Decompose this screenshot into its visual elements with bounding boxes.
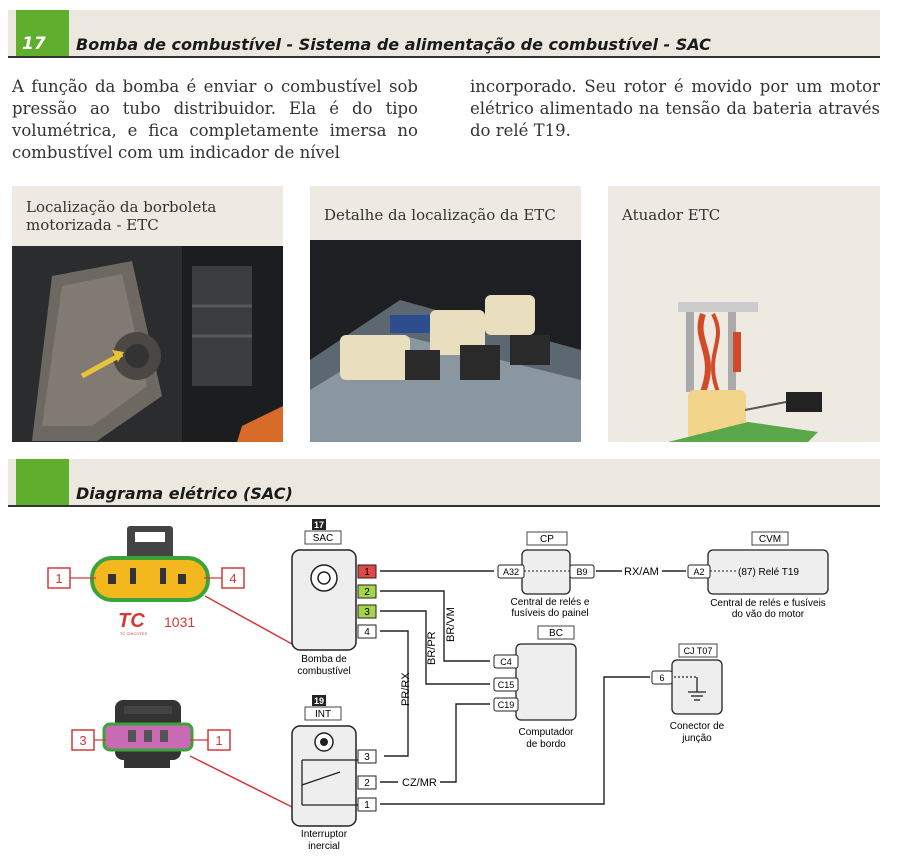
inertial-pin-3 [357, 749, 377, 764]
diagram-header-bar: Diagrama elétrico (SAC) [8, 459, 880, 507]
cvm-label-1: Central de relés e fusíveis [710, 598, 826, 609]
bc-pin-c4 [493, 654, 519, 669]
conn-top-pin-right: 4 [229, 571, 236, 586]
diagram-title: Diagrama elétrico (SAC) [76, 484, 293, 503]
pump-pin-3 [357, 604, 377, 619]
pump-code-box [304, 530, 342, 545]
pump-pin-4 [357, 624, 377, 639]
pump-pin-2 [357, 584, 377, 599]
inertial-num: 19 [314, 696, 324, 706]
cj-pin [651, 670, 673, 685]
pump-label-2: combustível [297, 666, 350, 677]
inertial-wires [380, 676, 650, 805]
inertial-pin-3-label: 3 [364, 752, 370, 763]
inertial-pin-1-label: 1 [364, 800, 370, 811]
fuel-pump-module-photo [608, 242, 880, 442]
cj-pin-label: 6 [659, 673, 664, 683]
callout-line-top [204, 595, 293, 645]
section-header-bar: 17 Bomba de combustível - Sistema de ali… [8, 10, 880, 58]
cp-label-2: fusíveis do painel [511, 608, 588, 619]
photo-card-3: Atuador ETC [608, 186, 880, 442]
inertial-label-2: inercial [308, 841, 340, 852]
photo-caption-1: Localização da borboleta motorizada - ET… [26, 198, 217, 234]
cp-pin-b-label: B9 [576, 567, 587, 577]
bc-label-1: Computador [518, 727, 574, 738]
pump-num-box [312, 519, 326, 530]
photo-caption-2: Detalhe da localização da ETC [324, 206, 556, 224]
pump-pin-3-label: 3 [364, 607, 370, 618]
etc-detail-photo [310, 240, 581, 442]
pump-pin-1 [357, 564, 377, 579]
cp-pin-a-label: A32 [503, 567, 519, 577]
cp-code-box [526, 531, 568, 546]
bc-pin-c19 [493, 697, 519, 712]
bc-pin-c4-label: C4 [500, 657, 512, 667]
conn-bottom-pin-left: 3 [79, 733, 86, 748]
engine-bay-photo [12, 246, 283, 442]
wire-rx-am: RX/AM [624, 566, 659, 578]
bc-pin-c15-label: C15 [498, 680, 515, 690]
cvm-relay-label: (87) Relé T19 [738, 567, 799, 578]
pump-pin-2-label: 2 [364, 587, 370, 598]
section-number: 17 [22, 34, 46, 54]
intro-col1: A função da bomba é enviar o combustível… [12, 77, 418, 162]
pump-code: SAC [313, 533, 334, 544]
pump-pin-4-label: 4 [364, 627, 370, 638]
cvm-code: CVM [759, 534, 781, 545]
inertial-code-box [304, 706, 342, 721]
wire-pr-rx: PR/RX [400, 672, 412, 706]
bc-label-2: de bordo [526, 739, 566, 750]
cp-label-1: Central de relés e [511, 597, 590, 608]
bc-pin-c19-label: C19 [498, 700, 515, 710]
section-title: Bomba de combustível - Sistema de alimen… [76, 35, 711, 54]
cp-relay-box [521, 549, 571, 595]
inertial-switch-body [291, 725, 357, 827]
wiring-diagram: 1 4 TC TC CHICOTES 1031 3 1 17 SAC Bomba… [47, 519, 829, 852]
wire-cz-mr: CZ/MR [402, 777, 437, 789]
inertial-code: INT [315, 709, 331, 720]
cj-label-1: Conector de [670, 721, 725, 732]
switch-contact-icon [301, 759, 358, 806]
cvm-code-box [751, 531, 789, 546]
pump-pin-1-label: 1 [364, 567, 370, 578]
inertial-pin-2 [357, 775, 377, 790]
inertial-pin-1 [357, 797, 377, 812]
part-number: 1031 [164, 614, 195, 630]
bc-computer-box [515, 643, 577, 721]
brand-logo-small: TC CHICOTES [120, 631, 147, 636]
cp-code: CP [540, 534, 554, 545]
conn-top-pin-left: 1 [55, 571, 62, 586]
inertial-pin-2-label: 2 [364, 778, 370, 789]
pump-wires [380, 570, 494, 757]
pump-label-1: Bomba de [301, 654, 347, 665]
diagram-header-block [16, 459, 69, 505]
photo-card-2: Detalhe da localização da ETC [310, 186, 581, 442]
cp-pin-b [569, 564, 595, 579]
photo-card-1: Localização da borboleta motorizada - ET… [12, 186, 283, 442]
cj-code: CJ T07 [684, 646, 713, 656]
bc-code: BC [549, 628, 563, 639]
inertial-connector [102, 700, 194, 768]
cvm-label-2: do vão do motor [732, 609, 805, 620]
pump-num: 17 [314, 520, 324, 530]
bc-code-box [537, 625, 575, 640]
ground-icon [674, 676, 706, 701]
cj-code-box [678, 643, 718, 658]
brand-logo: TC [118, 610, 145, 632]
inertial-num-box [312, 695, 326, 706]
callout-line-bottom [189, 755, 293, 808]
cj-label-2: junção [681, 733, 712, 744]
section-number-block [16, 10, 69, 56]
conn-bottom-pin-right: 1 [215, 733, 222, 748]
photo-caption-3: Atuador ETC [622, 206, 721, 224]
wire-br-pr: BR/PR [426, 631, 438, 665]
pump-motor-icon [310, 564, 338, 592]
bc-pin-c15 [493, 677, 519, 692]
pump-connector [90, 526, 210, 602]
cvm-pin-label: A2 [693, 567, 704, 577]
inertial-label-1: Interruptor [301, 829, 348, 840]
fuel-pump-body [291, 549, 357, 651]
intro-col2: incorporado. Seu rotor é movido por um m… [470, 77, 880, 140]
wire-br-vm: BR/VM [445, 607, 457, 642]
